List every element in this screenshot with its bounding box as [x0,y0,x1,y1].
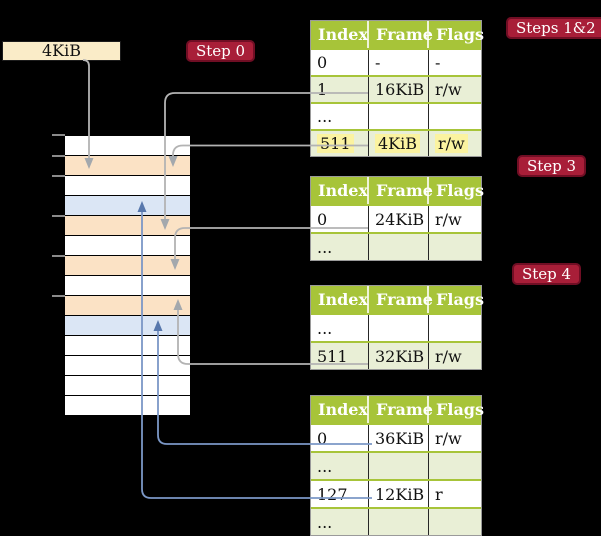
level-1-table-row2-flags: r [435,484,443,504]
memory-frame-row-12 [65,376,190,396]
level-3-table-row0-index: 0 [311,206,369,232]
memory-address-tick [52,215,65,217]
memory-frame-row-11 [65,356,190,376]
memory-address-tick [52,295,65,297]
level-2-table-row-dotsdotsdots: ... [311,313,481,341]
level-4-table-row1-index: 1 [311,77,369,102]
level-4-table-header-frame: Frame [369,21,433,48]
level-4-table-row2-index: ... [311,104,369,129]
memory-address-tick [52,134,65,136]
level-2-table-header-index: Index [311,286,369,313]
memory-frame-row-3 [65,196,190,216]
level-3-table-header-index: Index [311,177,369,204]
highlighted-value: r/w [435,134,468,153]
memory-frame-row-10 [65,336,190,356]
level-3-table-row0-flags: r/w [435,209,462,229]
level-2-table-row1-frame: 32KiB [369,343,429,369]
level-2-table-header-flags: Flags [436,290,484,309]
level-1-table-row0-index: 0 [311,425,369,451]
level-1-table-row0-flags: r/w [435,428,462,448]
memory-address-tick [52,175,65,177]
physical-memory-stack [65,135,190,416]
level-2-table-row0-index: ... [311,315,369,341]
level-4-table-header-index: Index [311,21,369,48]
level-2-table-row0-frame [369,315,429,341]
level-1-table-header-flags: Flags [436,400,484,419]
level-1-table-row0-frame: 36KiB [369,425,429,451]
steps-1-2-badge: Steps 1&2 [506,17,601,39]
memory-frame-row-2 [65,176,190,196]
memory-frame-row-0 [65,136,190,156]
level-4-table-row3-index: 511 [311,131,369,156]
memory-frame-row-7 [65,276,190,296]
level-3-table-header-flags: Flags [436,181,484,200]
level-4-table-row1-frame: 16KiB [369,77,429,102]
level-4-table-row0-flags: - [435,53,441,72]
level-3-table-row1-flags [429,234,481,260]
step4-badge: Step 4 [512,263,582,285]
step0-badge: Step 0 [186,40,256,62]
level-4-table-row2-flags [429,104,481,129]
level-1-table-row3-index: ... [311,509,369,535]
level-2-table-row1-index: 511 [311,343,369,369]
level-4-table-row2-frame [369,104,429,129]
level-4-table-row-511: 511 4KiB r/w [311,129,481,156]
memory-frame-row-13 [65,396,190,416]
level-4-table-row-0: 0-- [311,48,481,75]
level-4-table-row0-frame: - [369,50,429,75]
level-1-table-header-index: Index [311,396,369,423]
level-1-table-row3-frame [369,509,429,535]
level-1-table-row2-frame: 12KiB [369,481,429,507]
level-3-table-row-dotsdotsdots: ... [311,232,481,260]
highlighted-value: 4KiB [375,134,421,153]
level-1-table-row1-index: ... [311,453,369,479]
level-3-table-row0-frame: 24KiB [369,206,429,232]
level-2-table-row0-flags [429,315,481,341]
level-4-table-row0-index: 0 [311,50,369,75]
memory-frame-row-1 [65,156,190,176]
level-1-table-row-dotsdotsdots: ... [311,507,481,535]
level-1-table-row-dotsdotsdots: ... [311,451,481,479]
memory-frame-row-5 [65,236,190,256]
level-1-table-row3-flags [429,509,481,535]
memory-frame-row-9 [65,316,190,336]
memory-frame-row-8 [65,296,190,316]
level-4-table-header-flags: Flags [436,25,484,44]
memory-frame-row-4 [65,216,190,236]
memory-frame-row-6 [65,256,190,276]
level-4-table-row-dotsdotsdots: ... [311,102,481,129]
step3-badge: Step 3 [517,155,587,177]
memory-address-tick [52,155,65,157]
level-1-table-row1-flags [429,453,481,479]
level-2-table-header-frame: Frame [369,286,433,313]
level-4-table-row3-flags: r/w [429,131,481,156]
level-4-table-row1-flags: r/w [435,80,462,99]
level-3-table-row1-index: ... [311,234,369,260]
cr3-root-pointer-box: 4KiB [2,41,121,61]
level-4-table-row3-frame: 4KiB [369,131,429,156]
level-1-table-row2-index: 127 [311,481,369,507]
level-1-table-row1-frame [369,453,429,479]
level-2-table-row1-flags: r/w [435,346,462,366]
level-3-table-row1-frame [369,234,429,260]
highlighted-value: 511 [317,134,354,153]
level-3-table-header-frame: Frame [369,177,433,204]
level-1-table-header-frame: Frame [369,396,433,423]
memory-address-tick [52,255,65,257]
